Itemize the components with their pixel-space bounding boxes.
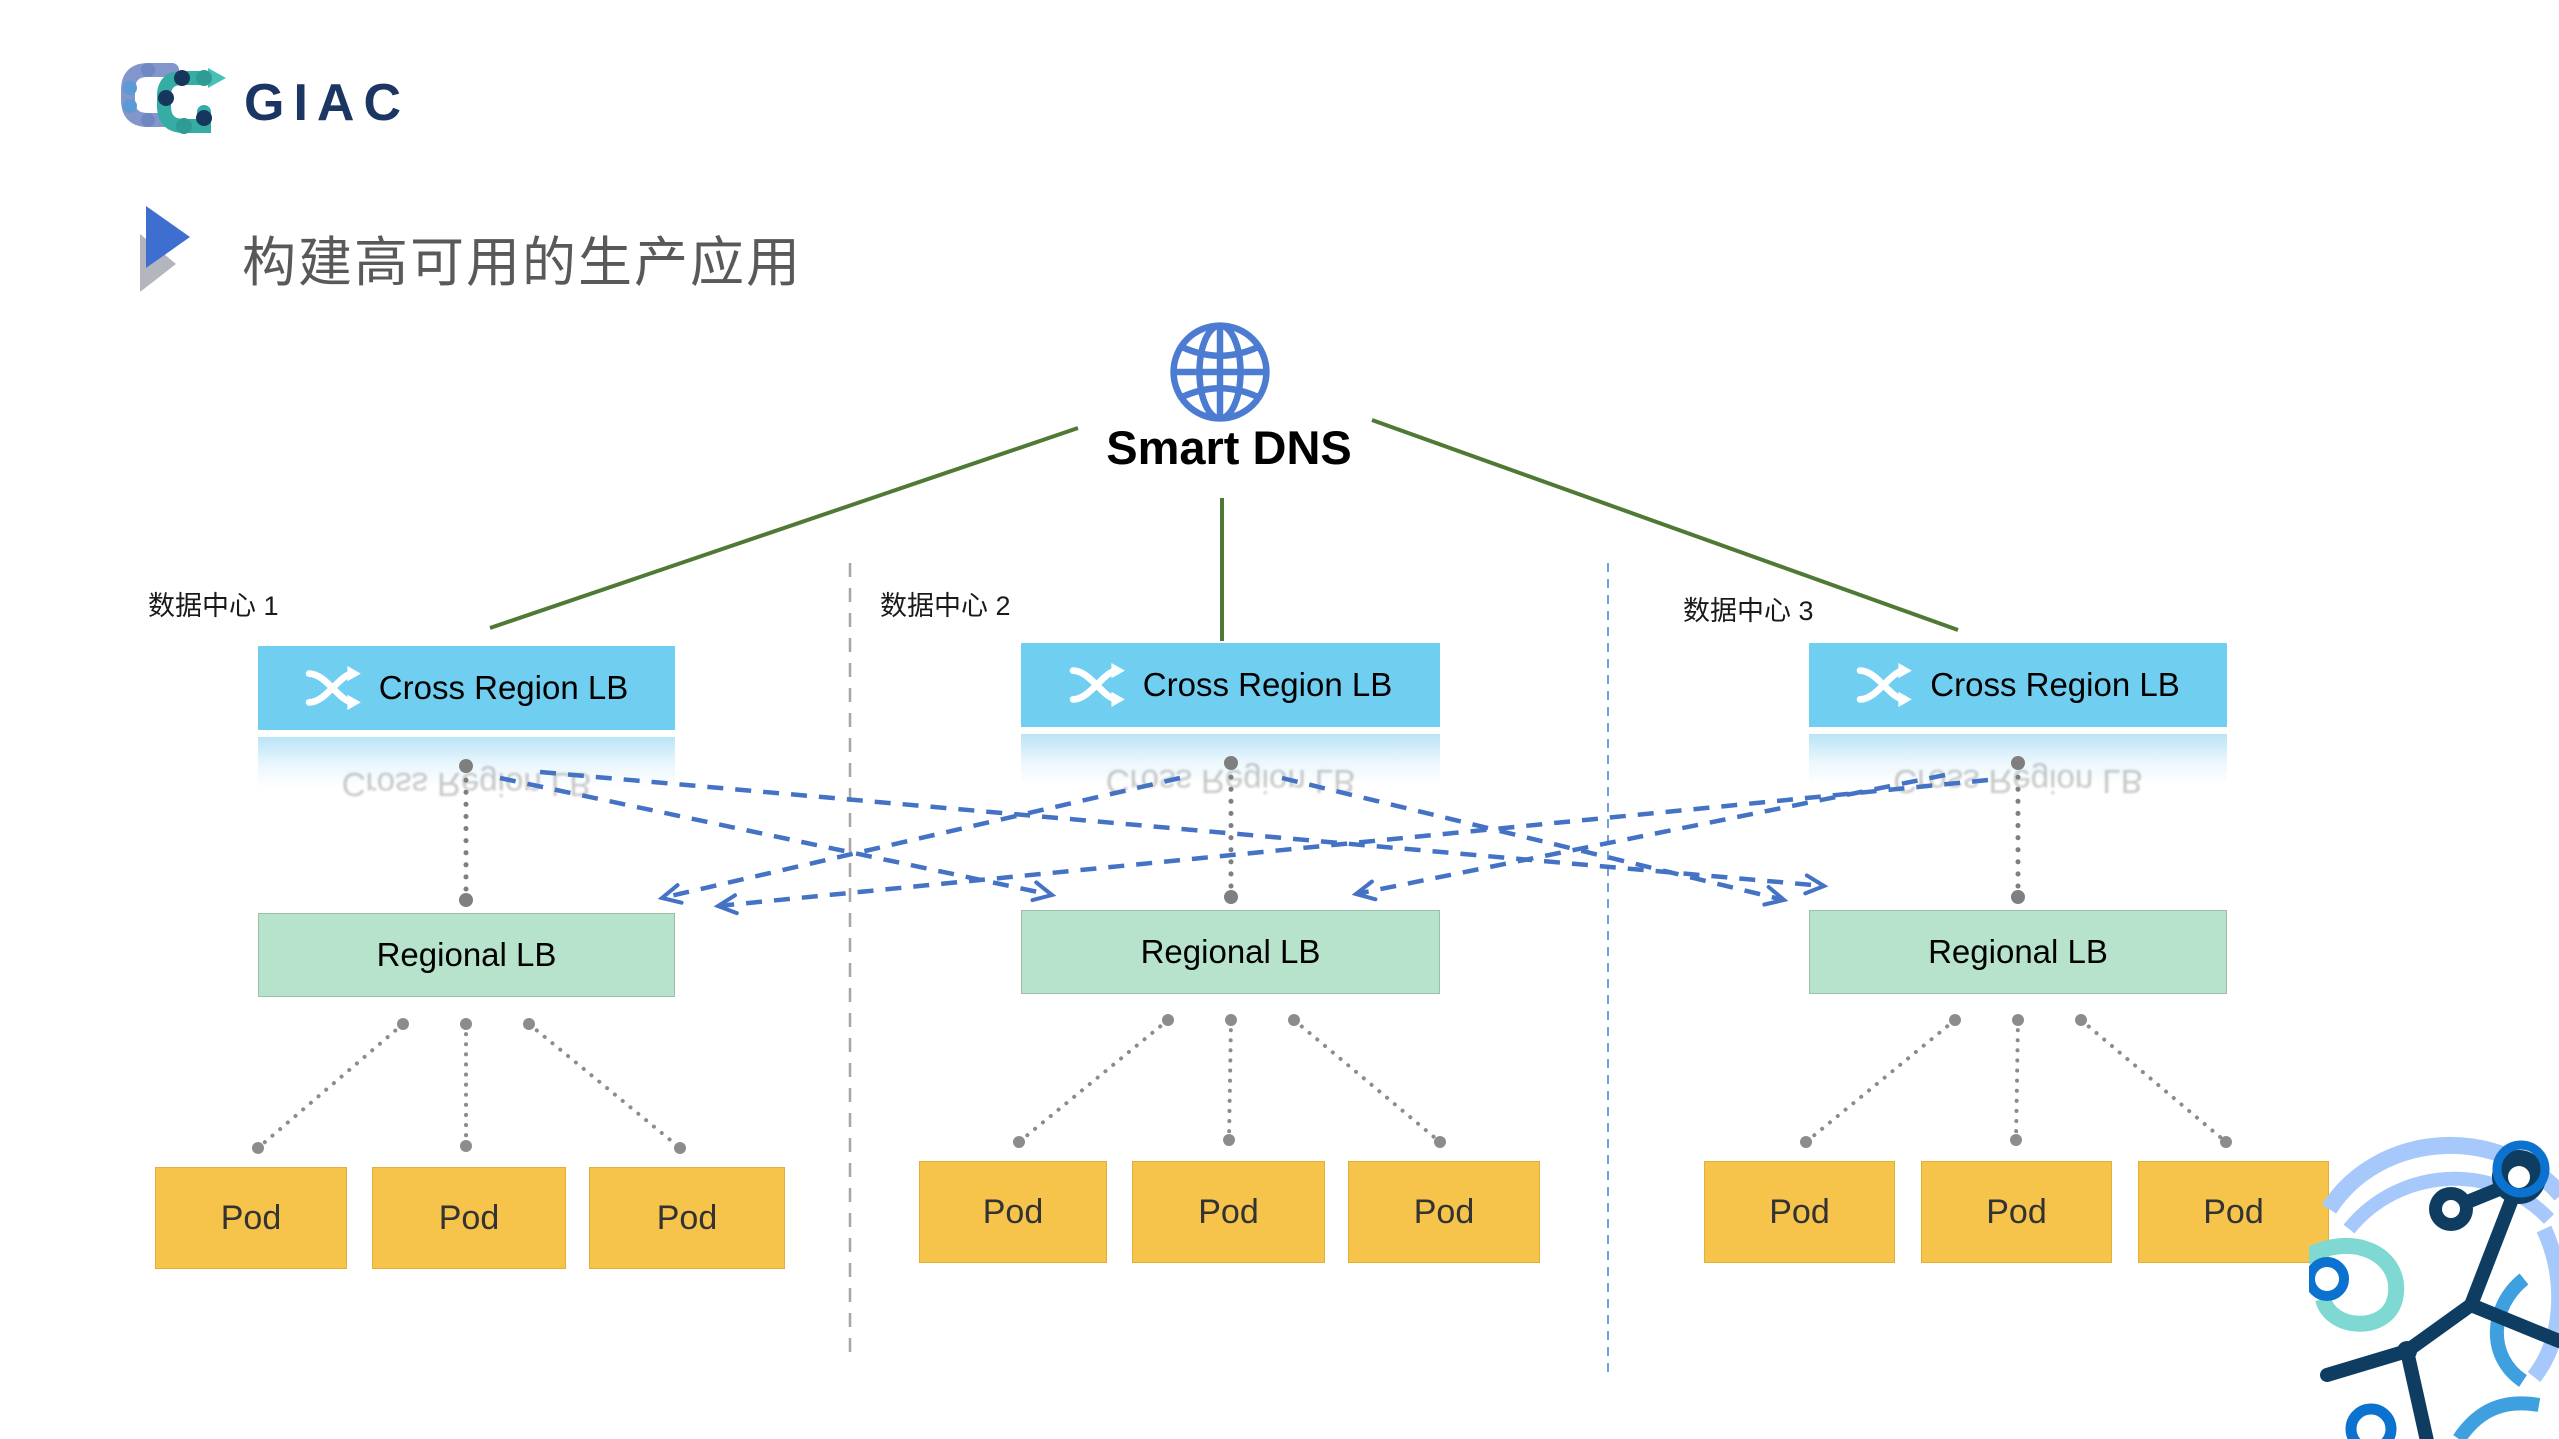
pod-label: Pod [656, 1198, 718, 1237]
pod-box: Pod [1704, 1161, 1895, 1263]
pod-box: Pod [589, 1167, 785, 1269]
regional-lb-label: Regional LB [1140, 933, 1321, 970]
connector-endpoints [459, 756, 2025, 907]
regional-lb-box: Regional LB [258, 913, 675, 997]
cross-region-lb-label: Cross Region LB [1142, 666, 1393, 703]
pod-box: Pod [155, 1167, 347, 1269]
dc3-label: 数据中心 3 [1683, 596, 1814, 626]
giac-logo-text: GIAC [244, 74, 410, 132]
pod-label: Pod [438, 1198, 500, 1237]
dc1-label: 数据中心 1 [148, 591, 279, 621]
globe-icon [1170, 322, 1270, 422]
regional-lb-label: Regional LB [376, 936, 557, 973]
pod-box: Pod [919, 1161, 1107, 1263]
cross-region-arrows [499, 769, 1989, 916]
dns-links [489, 418, 1959, 641]
pod-box: Pod [1348, 1161, 1540, 1263]
pod-label: Pod [1198, 1192, 1259, 1231]
cross-region-lb-label: Cross Region LB [378, 669, 629, 706]
giac-logo-mark [121, 63, 226, 134]
crlb-rlb-connectors [463, 762, 2021, 901]
giac-logo: GIAC [121, 63, 410, 134]
regional-lb-label: Regional LB [1928, 933, 2108, 970]
regional-lb-box: Regional LB [1021, 910, 1440, 994]
dc2-label: 数据中心 2 [880, 591, 1011, 621]
pod-box: Pod [1921, 1161, 2112, 1263]
pod-box: Pod [372, 1167, 566, 1269]
fan-endpoints [252, 1014, 2232, 1154]
pod-label: Pod [1986, 1192, 2047, 1231]
shuffle-icon [1856, 662, 1913, 708]
regional-lb-box: Regional LB [1809, 910, 2227, 994]
network-decoration [2309, 1137, 2559, 1439]
pod-box: Pod [2138, 1161, 2329, 1263]
shuffle-icon [1069, 662, 1125, 708]
page-title: 构建高可用的生产应用 [242, 233, 802, 293]
cross-region-lb-box: Cross Region LB [1809, 643, 2227, 727]
pod-label: Pod [2203, 1192, 2264, 1231]
shuffle-icon [305, 665, 361, 711]
cross-region-lb-box: Cross Region LB [1021, 643, 1440, 727]
pod-label: Pod [982, 1192, 1044, 1231]
pod-label: Pod [1769, 1192, 1830, 1231]
smart-dns-label: Smart DNS [1106, 421, 1352, 474]
pod-label: Pod [220, 1198, 282, 1237]
rlb-pod-connectors [256, 1018, 2228, 1150]
cross-region-lb-box: Cross Region LB [258, 646, 675, 730]
triangle-right-icon [140, 206, 190, 292]
pod-box: Pod [1132, 1161, 1325, 1263]
pod-label: Pod [1413, 1192, 1475, 1231]
cross-region-lb-label: Cross Region LB [1930, 666, 2180, 703]
